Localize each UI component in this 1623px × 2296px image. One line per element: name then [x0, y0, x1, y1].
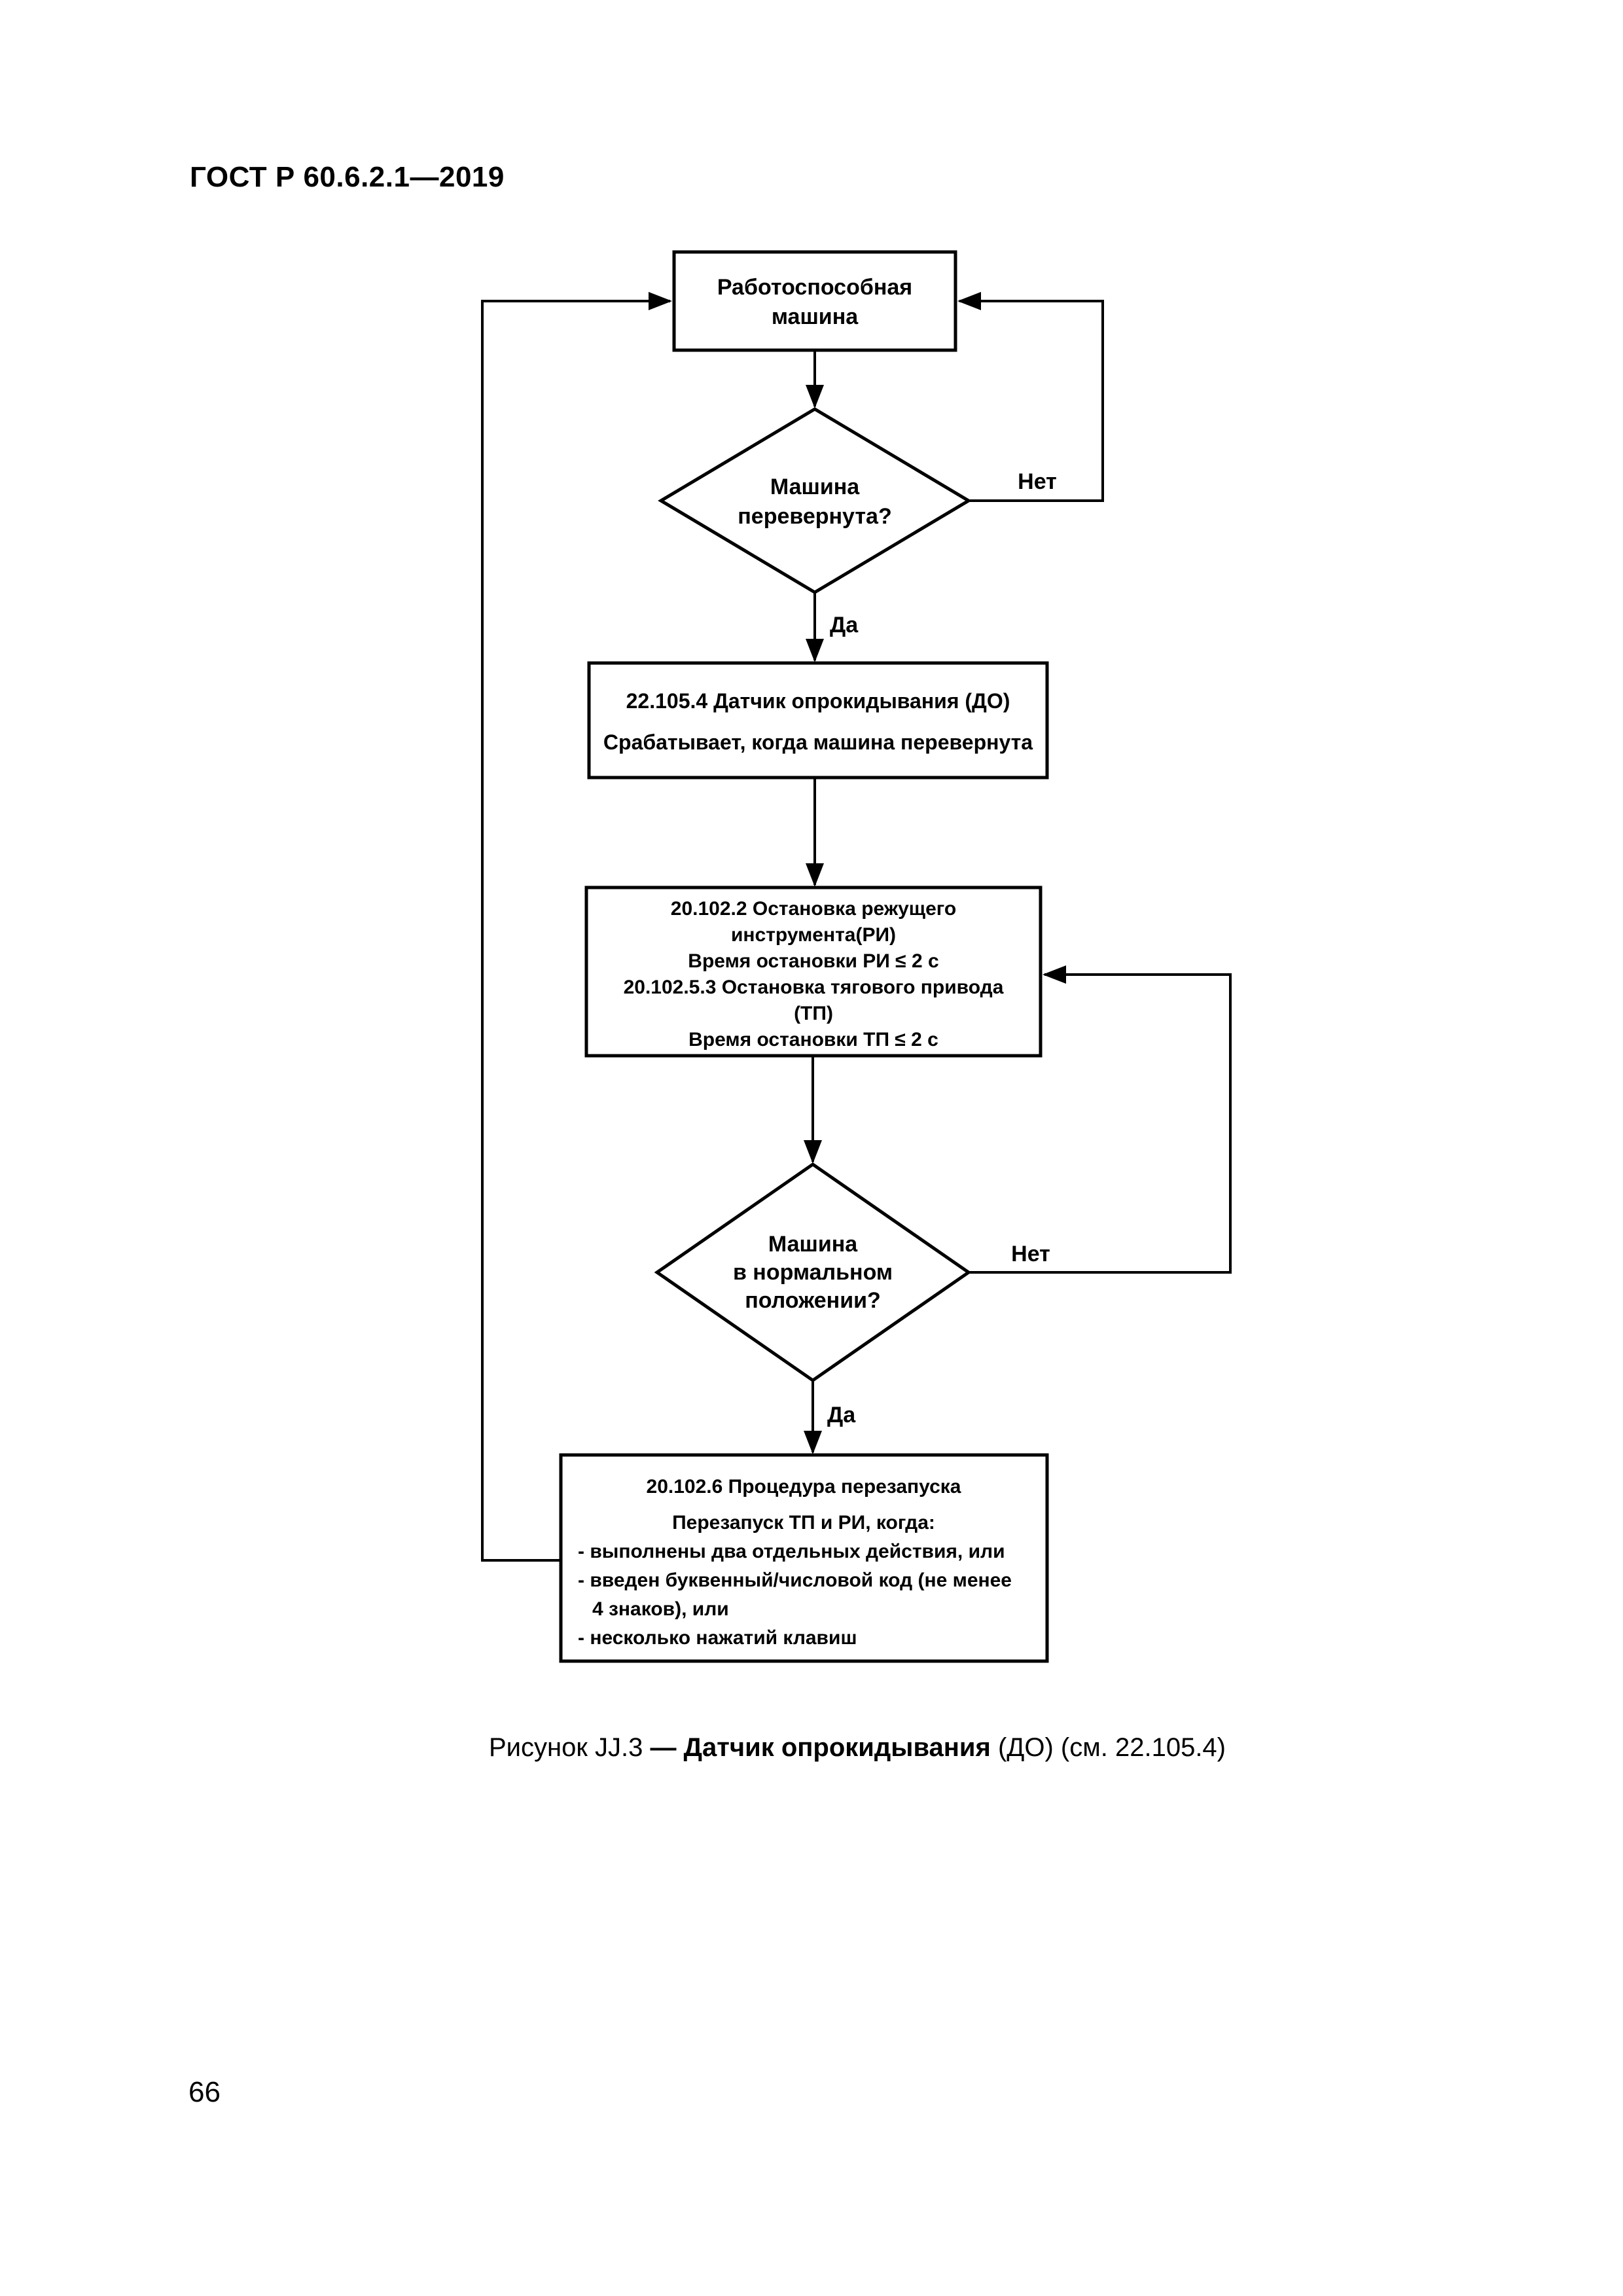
label-no-2: Нет — [1011, 1242, 1050, 1266]
node-tilt-sensor — [587, 661, 1049, 780]
label-no-1: Нет — [1018, 469, 1057, 494]
flowchart-canvas: Работоспособная машина Машина перевернут… — [481, 250, 1232, 1663]
operational-machine-line2: машина — [772, 304, 859, 329]
stop-box-line1: 20.102.2 Остановка режущего — [671, 898, 956, 920]
label-yes-1: Да — [830, 613, 859, 637]
flowchart-figure: Работоспособная машина Машина перевернут… — [393, 216, 1374, 1721]
restart-box-bullet2-continuation: 4 знаков), или — [592, 1598, 729, 1620]
stop-box-line4: 20.102.5.3 Остановка тягового привода — [624, 977, 1004, 998]
restart-box-title: 20.102.6 Процедура перезапуска — [647, 1476, 961, 1498]
restart-box-bullet3: - несколько нажатий клавиш — [578, 1627, 857, 1649]
decision2-line2: в нормальном — [733, 1260, 893, 1285]
decision2-line3: положении? — [745, 1288, 881, 1313]
figure-caption-suffix: (ДО) (см. 22.105.4) — [990, 1733, 1226, 1762]
edge-no-loop-to-operational — [957, 292, 1104, 502]
tilt-sensor-line2: Срабатывает, когда машина перевернута — [603, 730, 1033, 754]
figure-caption: Рисунок JJ.3 — Датчик опрокидывания (ДО)… — [366, 1733, 1348, 1763]
node-restart-procedure — [559, 1453, 1049, 1663]
edge-no-loop-to-stop — [969, 965, 1232, 1274]
page-number: 66 — [188, 2076, 221, 2108]
stop-box-line3: Время остановки РИ ≤ 2 с — [688, 950, 938, 972]
stop-box-line5: (ТП) — [794, 1003, 833, 1024]
operational-machine-line1: Работоспособная — [717, 275, 912, 300]
tilt-sensor-line1: 22.105.4 Датчик опрокидывания (ДО) — [626, 689, 1010, 713]
decision2-line1: Машина — [768, 1232, 858, 1257]
node-stop-cutting-traction — [584, 886, 1043, 1058]
document-header: ГОСТ Р 60.6.2.1—2019 — [190, 161, 505, 193]
restart-box-bullet2: - введен буквенный/числовой код (не мене… — [578, 1570, 1012, 1591]
decision1-line2: перевернута? — [738, 504, 891, 529]
edge-restart-loop-to-operational — [481, 292, 672, 1562]
decision1-line1: Машина — [770, 475, 860, 499]
restart-box-bullet1: - выполнены два отдельных действия, или — [578, 1541, 1005, 1562]
node-decision-machine-overturned — [658, 407, 972, 594]
label-yes-2: Да — [827, 1403, 856, 1427]
stop-box-line6: Время остановки ТП ≤ 2 с — [688, 1029, 938, 1050]
figure-caption-title: — Датчик опрокидывания — [650, 1733, 991, 1762]
node-operational-machine — [672, 250, 957, 352]
figure-caption-prefix: Рисунок JJ.3 — [488, 1733, 651, 1762]
stop-box-line2: инструмента(РИ) — [731, 924, 896, 946]
restart-box-subtitle: Перезапуск ТП и РИ, когда: — [672, 1512, 935, 1534]
